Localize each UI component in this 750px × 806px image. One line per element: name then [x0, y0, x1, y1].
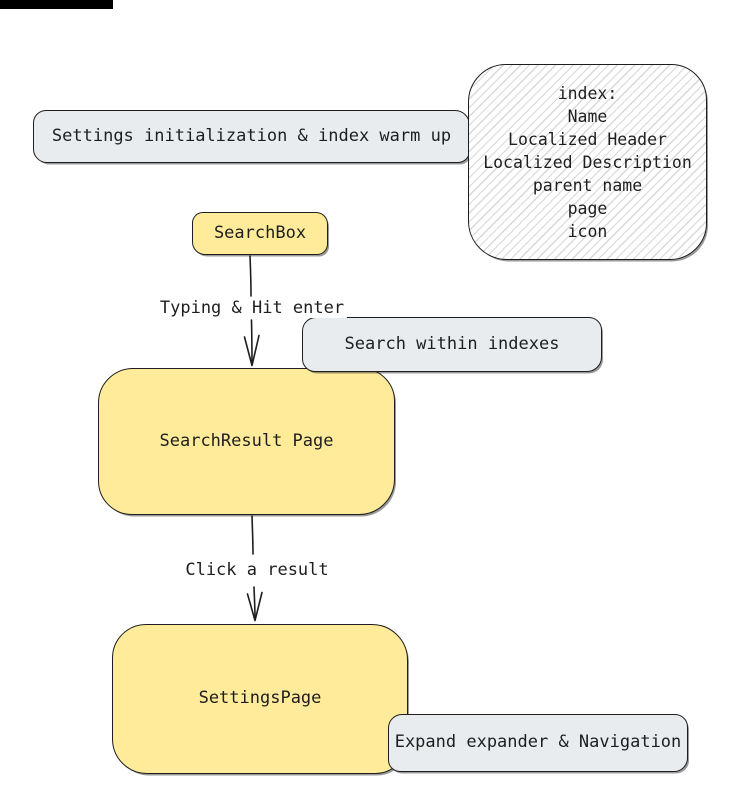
node-searchbox: SearchBox	[192, 212, 328, 255]
node-label: Settings initialization & index warm up	[51, 125, 452, 146]
arrow-line	[251, 515, 254, 555]
edge-label-typing-hit-enter: Typing & Hit enter	[156, 298, 348, 318]
node-expand-navigation: Expand expander & Navigation	[388, 714, 688, 772]
top-left-artifact-bar	[0, 0, 113, 9]
node-label: SearchBox	[213, 222, 307, 243]
node-searchresult-page: SearchResult Page	[98, 368, 395, 515]
index-note-line: icon	[567, 221, 608, 241]
index-note-line: parent name	[532, 175, 643, 195]
node-label: SearchResult Page	[159, 430, 334, 451]
edge-label-click-a-result: Click a result	[182, 560, 332, 580]
node-settings-warmup: Settings initialization & index warm up	[33, 110, 470, 163]
index-note-line: index:	[557, 83, 618, 103]
node-search-within-indexes: Search within indexes	[302, 317, 602, 372]
arrow-line	[250, 319, 253, 364]
node-label: SettingsPage	[198, 688, 322, 709]
index-note-line: Localized Description	[483, 152, 692, 172]
node-settingspage: SettingsPage	[112, 624, 408, 774]
index-note-line: Localized Header	[508, 129, 667, 149]
node-label: Expand expander & Navigation	[394, 732, 682, 753]
arrowhead-down-icon	[246, 591, 263, 622]
index-note-line: Name	[567, 106, 608, 126]
node-label: Search within indexes	[344, 333, 560, 354]
node-index-note: index: Name Localized Header Localized D…	[468, 64, 707, 260]
arrow-line	[253, 586, 256, 619]
arrow-line	[249, 255, 252, 297]
index-note-line: page	[567, 198, 608, 218]
arrowhead-down-icon	[243, 334, 260, 367]
